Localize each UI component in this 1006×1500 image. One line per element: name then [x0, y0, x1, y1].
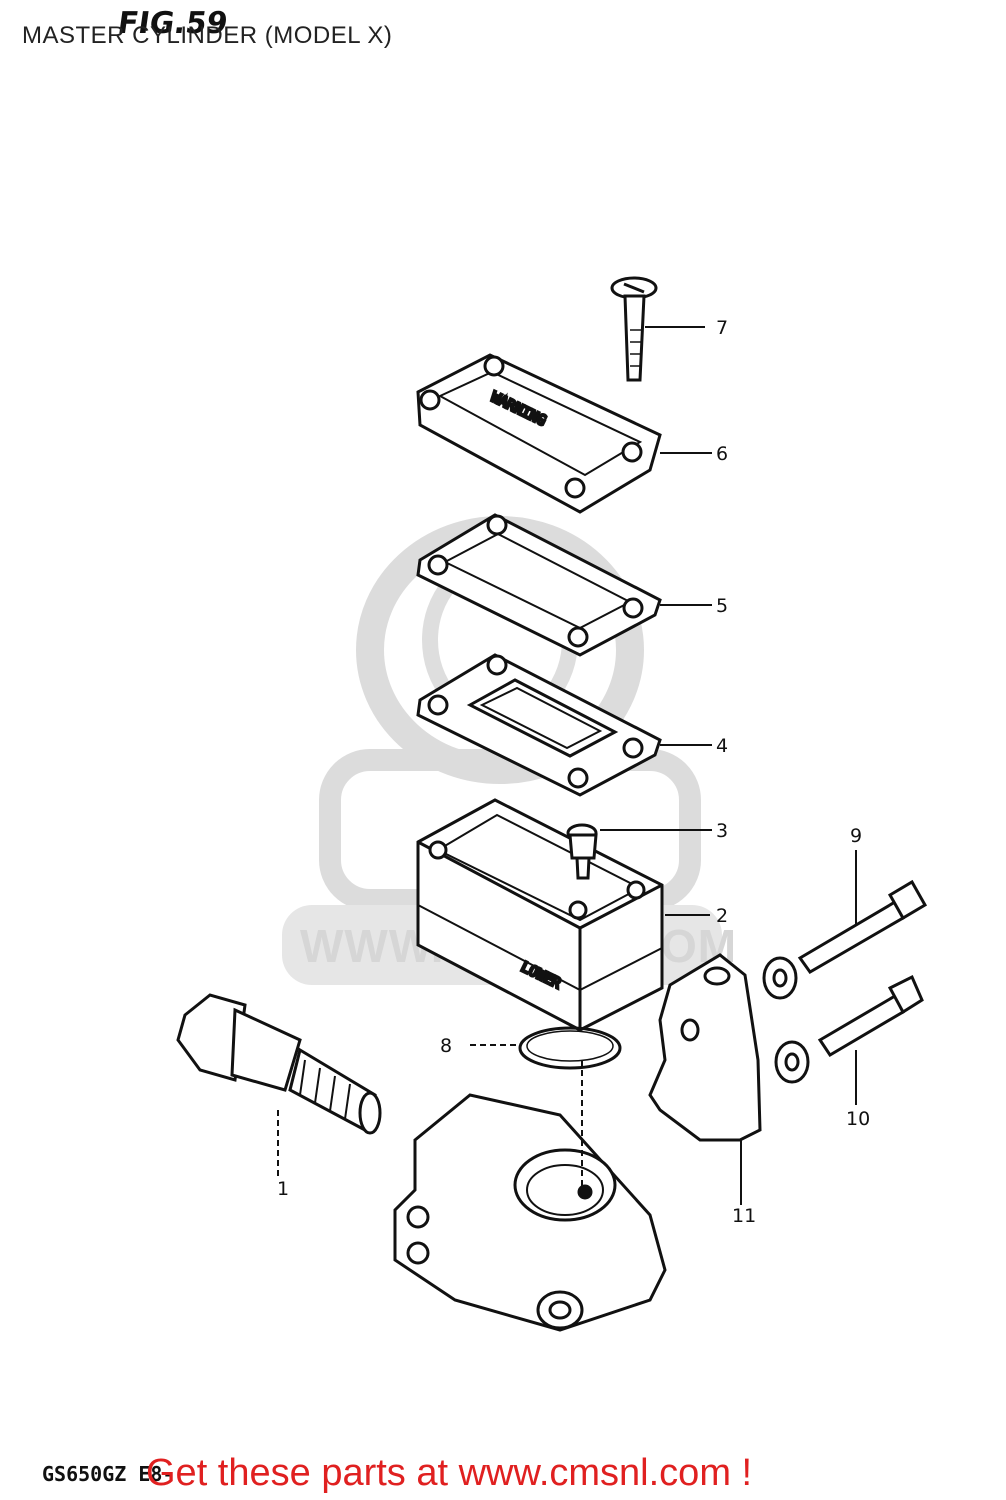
part-10-bolt — [774, 974, 924, 1084]
part-number-9: 9 — [850, 825, 862, 847]
part-number-4: 4 — [716, 735, 728, 757]
part-numbers: 1 2 3 4 5 6 7 8 9 10 11 — [277, 317, 870, 1227]
part-1-piston-assembly — [176, 993, 382, 1135]
page-title: MASTER CYLINDER (MODEL X) — [22, 22, 393, 49]
part-3-screw — [566, 823, 598, 880]
part-4-diaphragm — [416, 653, 662, 797]
part-9-bolt — [762, 879, 928, 1000]
part-8-o-ring — [518, 1026, 622, 1070]
part-number-5: 5 — [716, 595, 728, 617]
part-2-reservoir: LOWER — [416, 798, 664, 1032]
shop-link[interactable]: Get these parts at www.cmsnl.com ! — [146, 1452, 753, 1494]
model-code: GS650GZ E8- — [42, 1462, 175, 1486]
part-number-8: 8 — [440, 1035, 452, 1057]
master-cylinder-body — [393, 1093, 667, 1332]
part-number-1: 1 — [277, 1178, 289, 1200]
part-number-7: 7 — [716, 317, 728, 339]
leader-lines — [277, 326, 857, 1205]
part-11-clamp — [648, 953, 762, 1142]
part-number-10: 10 — [846, 1108, 870, 1130]
part-number-2: 2 — [716, 905, 728, 927]
part-number-11: 11 — [732, 1205, 756, 1227]
part-5-plate — [416, 513, 662, 657]
part-7-screw — [610, 276, 658, 382]
part-number-3: 3 — [716, 820, 728, 842]
part-number-6: 6 — [716, 443, 728, 465]
part-6-reservoir-cap: WARNING — [416, 353, 662, 514]
